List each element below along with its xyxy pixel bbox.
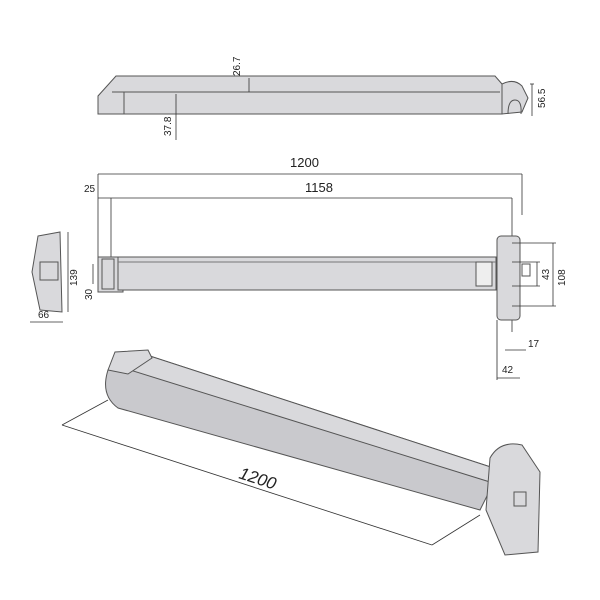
top-view-endcap-arc [507, 99, 522, 115]
top-view-bar [97, 75, 503, 115]
side-view-window [39, 261, 59, 281]
dim-ext-p2 [431, 514, 481, 546]
side-view: 139 66 [30, 231, 80, 323]
plate-latch [521, 263, 531, 277]
dim-label-108: 108 [557, 269, 568, 286]
dim-label-66: 66 [38, 310, 50, 321]
dim-label-56-5: 56.5 [537, 88, 548, 108]
top-view-endcap [501, 80, 529, 115]
left-bracket-inner [101, 258, 115, 290]
dim-line-perspective-1200 [61, 424, 433, 546]
dim-label-17: 17 [528, 339, 540, 350]
dim-label-1158: 1158 [305, 180, 333, 195]
dim-label-25: 25 [84, 184, 96, 195]
dim-label-42: 42 [502, 365, 514, 376]
dim-label-139: 139 [69, 269, 80, 286]
dim-label-perspective-1200: 1200 [237, 464, 279, 494]
top-view: 26.7 37.8 56.5 [97, 56, 548, 140]
dim-label-43: 43 [541, 268, 552, 280]
front-view: 1200 1158 25 30 108 43 17 42 [84, 155, 568, 380]
perspective-endcap [485, 443, 541, 556]
perspective-left-cap [107, 349, 153, 375]
dim-ext-p1 [61, 399, 109, 426]
perspective-latch [513, 491, 527, 507]
bar-latch-window [475, 261, 493, 287]
dim-label-30: 30 [84, 288, 95, 300]
dim-label-37-8: 37.8 [163, 116, 174, 136]
dim-label-26-7: 26.7 [232, 56, 243, 76]
dim-label-1200: 1200 [290, 155, 319, 170]
side-view-body [31, 231, 63, 313]
right-mount-plate [496, 235, 521, 321]
perspective-view: 1200 [61, 349, 541, 556]
